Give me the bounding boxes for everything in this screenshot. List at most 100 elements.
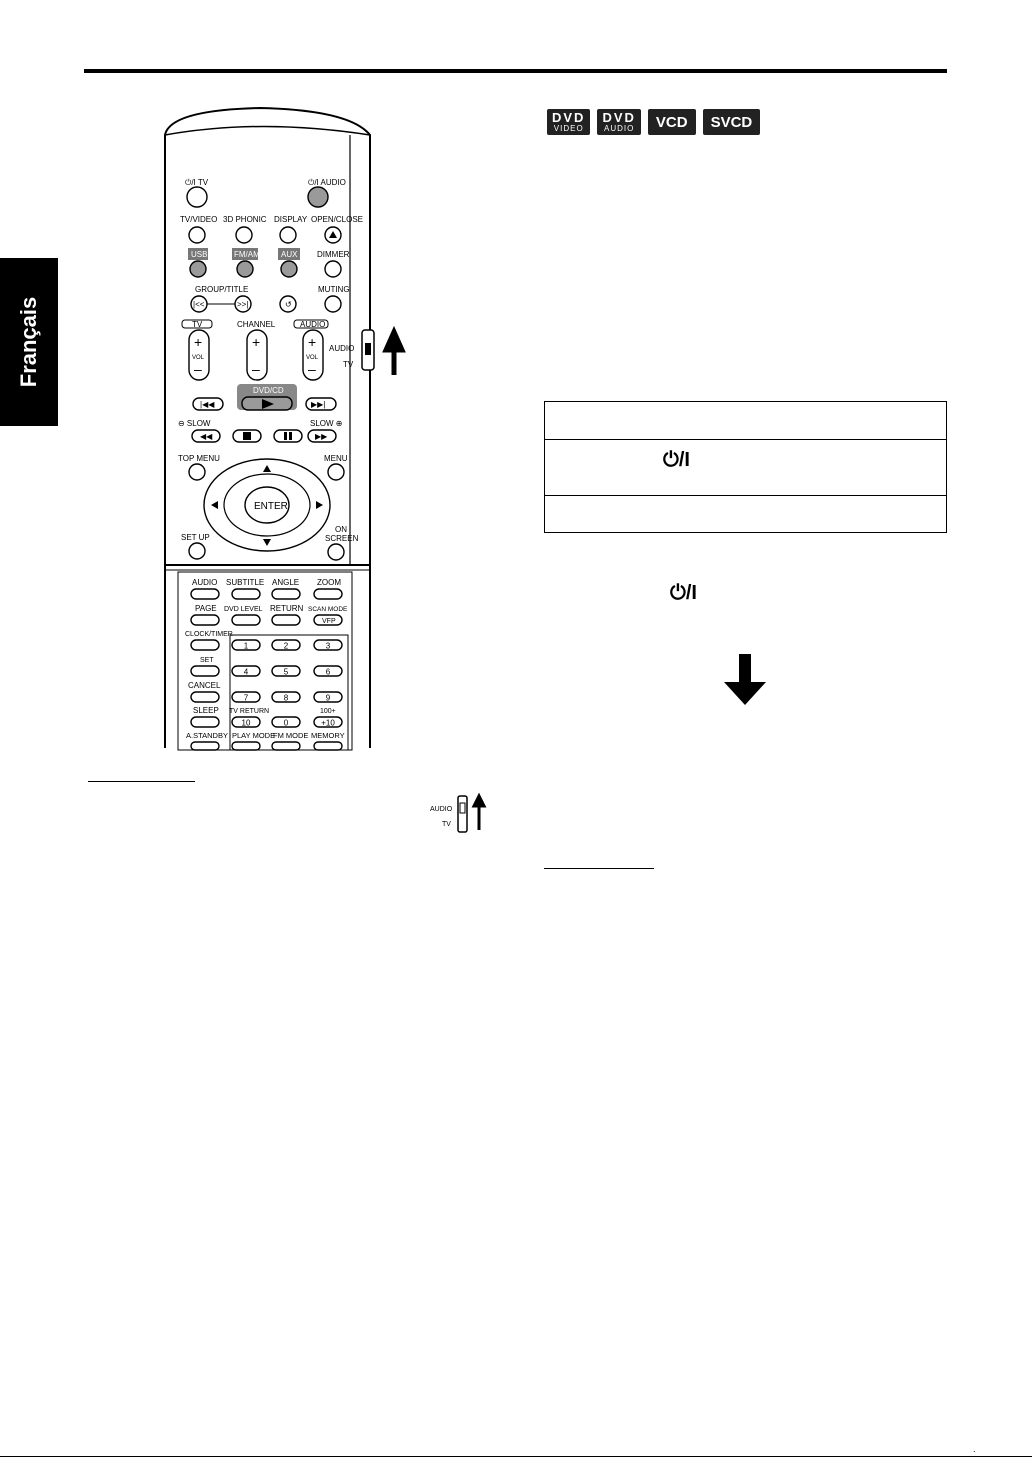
- set-button[interactable]: [190, 665, 220, 677]
- dvd-level-button[interactable]: [231, 614, 261, 626]
- svg-text:+: +: [252, 334, 260, 350]
- digit-2-label: 2: [284, 642, 289, 651]
- sleep-button[interactable]: [190, 716, 220, 728]
- prev-button[interactable]: [192, 397, 224, 411]
- on-screen-button[interactable]: [327, 543, 345, 561]
- muting-label: MUTING: [318, 285, 350, 294]
- audio-label: AUDIO: [192, 578, 217, 587]
- cancel-button[interactable]: [190, 691, 220, 703]
- muting-button[interactable]: [324, 295, 342, 313]
- table-row: ⏻/I: [545, 440, 946, 496]
- aux-button[interactable]: [280, 260, 298, 278]
- 3d-phonic-button[interactable]: [235, 226, 253, 244]
- scan-mode-label: SCAN MODE: [308, 606, 348, 613]
- power-audio-button[interactable]: [307, 186, 329, 208]
- digit-7-button[interactable]: [231, 691, 261, 703]
- digit-7-label: 7: [244, 694, 249, 703]
- language-tab: Français: [0, 258, 58, 426]
- up-arrow-icon: [263, 465, 271, 472]
- open-close-label: OPEN/CLOSE: [311, 215, 363, 224]
- audio-box-label: AUDIO: [300, 320, 325, 329]
- menu-label: MENU: [324, 454, 348, 463]
- group-prev-button[interactable]: [190, 295, 208, 313]
- usb-button[interactable]: [189, 260, 207, 278]
- fm-am-button[interactable]: [236, 260, 254, 278]
- audio-tv-switch-diagram: AUDIO TV: [430, 792, 487, 833]
- digit-5-button[interactable]: [271, 665, 301, 677]
- power-audio-label: ⏻/I AUDIO: [308, 178, 346, 187]
- repeat-button[interactable]: [279, 295, 297, 313]
- digit-8-label: 8: [284, 694, 289, 703]
- fm-mode-label: FM MODE: [273, 731, 308, 740]
- power-icon: ⏻/I: [663, 449, 690, 471]
- power-tv-label: ⏻/I TV: [185, 178, 209, 187]
- set-up-label: SET UP: [181, 533, 210, 542]
- vfp-label: VFP: [322, 618, 336, 625]
- mini-tv-label: TV: [442, 821, 451, 828]
- digit-4-button[interactable]: [231, 665, 261, 677]
- digit-0-button[interactable]: [271, 716, 301, 728]
- memory-button[interactable]: [313, 741, 343, 751]
- play-mode-label: PLAY MODE: [232, 731, 275, 740]
- digit-6-button[interactable]: [313, 665, 343, 677]
- enter-label: ENTER: [254, 501, 288, 512]
- plus-ten-button[interactable]: [313, 716, 343, 728]
- group-next-button[interactable]: [234, 295, 252, 313]
- tv-video-button[interactable]: [188, 226, 206, 244]
- dvd-cd-label: DVD/CD: [253, 386, 284, 395]
- channel-rocker[interactable]: [246, 329, 268, 381]
- pause-button[interactable]: [273, 429, 303, 443]
- audio-button[interactable]: [190, 588, 220, 600]
- digit-9-button[interactable]: [313, 691, 343, 703]
- display-button[interactable]: [279, 226, 297, 244]
- clock-timer-label: CLOCK/TIMER: [185, 631, 233, 638]
- aux-label: AUX: [281, 250, 298, 259]
- switch-audio-label: AUDIO: [329, 344, 354, 353]
- table-row: [545, 496, 946, 532]
- zoom-button[interactable]: [313, 588, 343, 600]
- rewind-button[interactable]: [191, 429, 221, 443]
- return-button[interactable]: [271, 614, 301, 626]
- top-menu-button[interactable]: [188, 463, 206, 481]
- next-button[interactable]: [305, 397, 337, 411]
- dvd-level-label: DVD LEVEL: [224, 606, 263, 613]
- digit-0-label: 0: [284, 719, 289, 728]
- digit-5-label: 5: [284, 668, 289, 677]
- skip-forward-icon: >>|: [237, 300, 248, 309]
- digit-3-button[interactable]: [313, 639, 343, 651]
- memory-label: MEMORY: [311, 731, 345, 740]
- svg-text:+: +: [308, 334, 316, 350]
- tv-volume-rocker[interactable]: [188, 329, 210, 381]
- digit-10-button[interactable]: [231, 716, 261, 728]
- play-icon: [262, 399, 274, 409]
- eject-icon: [329, 231, 337, 238]
- angle-button[interactable]: [271, 588, 301, 600]
- a-standby-button[interactable]: [190, 741, 220, 751]
- digit-2-button[interactable]: [271, 639, 301, 651]
- enter-button[interactable]: [244, 486, 290, 524]
- fm-am-label: FM/AM: [234, 250, 260, 259]
- svcd-logo: SVCD: [702, 109, 761, 135]
- page-button[interactable]: [190, 614, 220, 626]
- set-up-button[interactable]: [188, 542, 206, 560]
- top-menu-label: TOP MENU: [178, 454, 220, 463]
- power-icon: ⏻/I: [670, 582, 697, 604]
- 3d-phonic-label: 3D PHONIC: [223, 215, 267, 224]
- digit-8-button[interactable]: [271, 691, 301, 703]
- svg-text:+: +: [194, 334, 202, 350]
- vfp-button[interactable]: [313, 614, 343, 626]
- power-tv-button[interactable]: [186, 186, 208, 208]
- skip-back-icon: |<<: [193, 300, 205, 309]
- digit-10-label: 10: [242, 719, 251, 728]
- subtitle-button[interactable]: [231, 588, 261, 600]
- digit-1-button[interactable]: [231, 639, 261, 651]
- fast-forward-button[interactable]: [307, 429, 337, 443]
- play-mode-button[interactable]: [231, 741, 261, 751]
- menu-button[interactable]: [327, 463, 345, 481]
- audio-volume-rocker[interactable]: [302, 329, 324, 381]
- pause-icon: [284, 432, 287, 440]
- dimmer-button[interactable]: [324, 260, 342, 278]
- fm-mode-button[interactable]: [271, 741, 301, 751]
- tv-box-label: TV: [192, 320, 203, 329]
- clock-timer-button[interactable]: [190, 639, 220, 651]
